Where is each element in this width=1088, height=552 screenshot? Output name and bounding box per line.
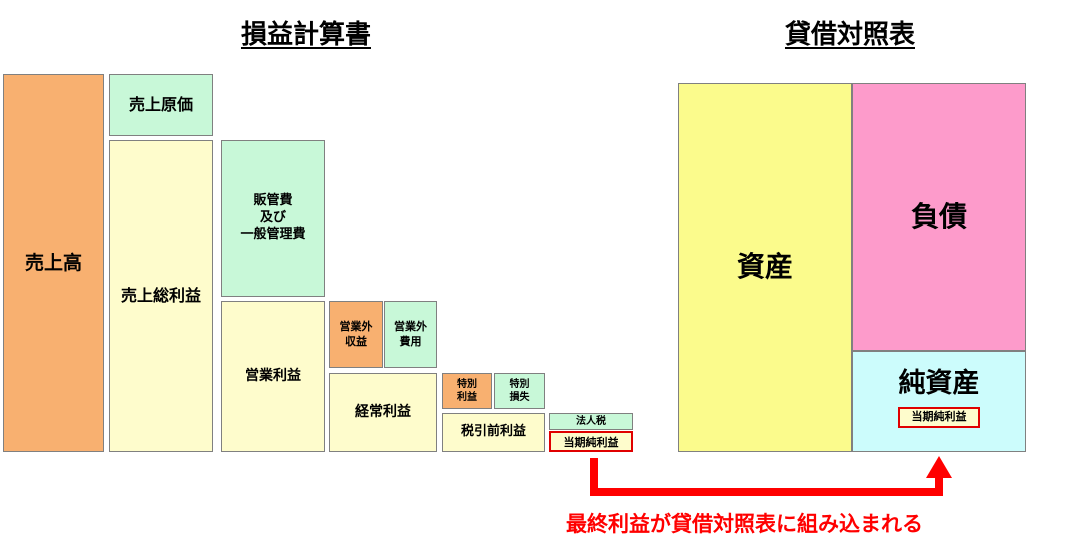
pretax-income-block: 税引前利益 [442,413,545,452]
net-assets-label: 純資産 [898,368,980,399]
net-assets-block: 純資産 当期純利益 [852,351,1026,452]
transfer-caption: 最終利益が貸借対照表に組み込まれる [566,512,923,536]
sga-block: 販管費 及び 一般管理費 [221,140,325,297]
is-net-income-block: 当期純利益 [549,431,633,452]
ordinary-income-block: 経常利益 [329,373,437,452]
extraordinary-loss-block: 特別 損失 [494,373,545,409]
income-statement-title: 損益計算書 [240,20,371,50]
revenue-block: 売上高 [3,74,104,452]
non-operating-income-block: 営業外 収益 [329,301,383,368]
gross-profit-block: 売上総利益 [109,140,213,452]
balance-sheet-title: 貸借対照表 [784,20,915,50]
operating-income-block: 営業利益 [221,301,325,452]
non-operating-expenses-block: 営業外 費用 [384,301,437,368]
assets-block: 資産 [678,83,852,452]
income-tax-block: 法人税 [549,413,633,430]
bs-net-income-block: 当期純利益 [898,407,980,429]
extraordinary-income-block: 特別 利益 [442,373,492,409]
cost-of-sales-block: 売上原価 [109,74,213,136]
liabilities-block: 負債 [852,83,1026,351]
